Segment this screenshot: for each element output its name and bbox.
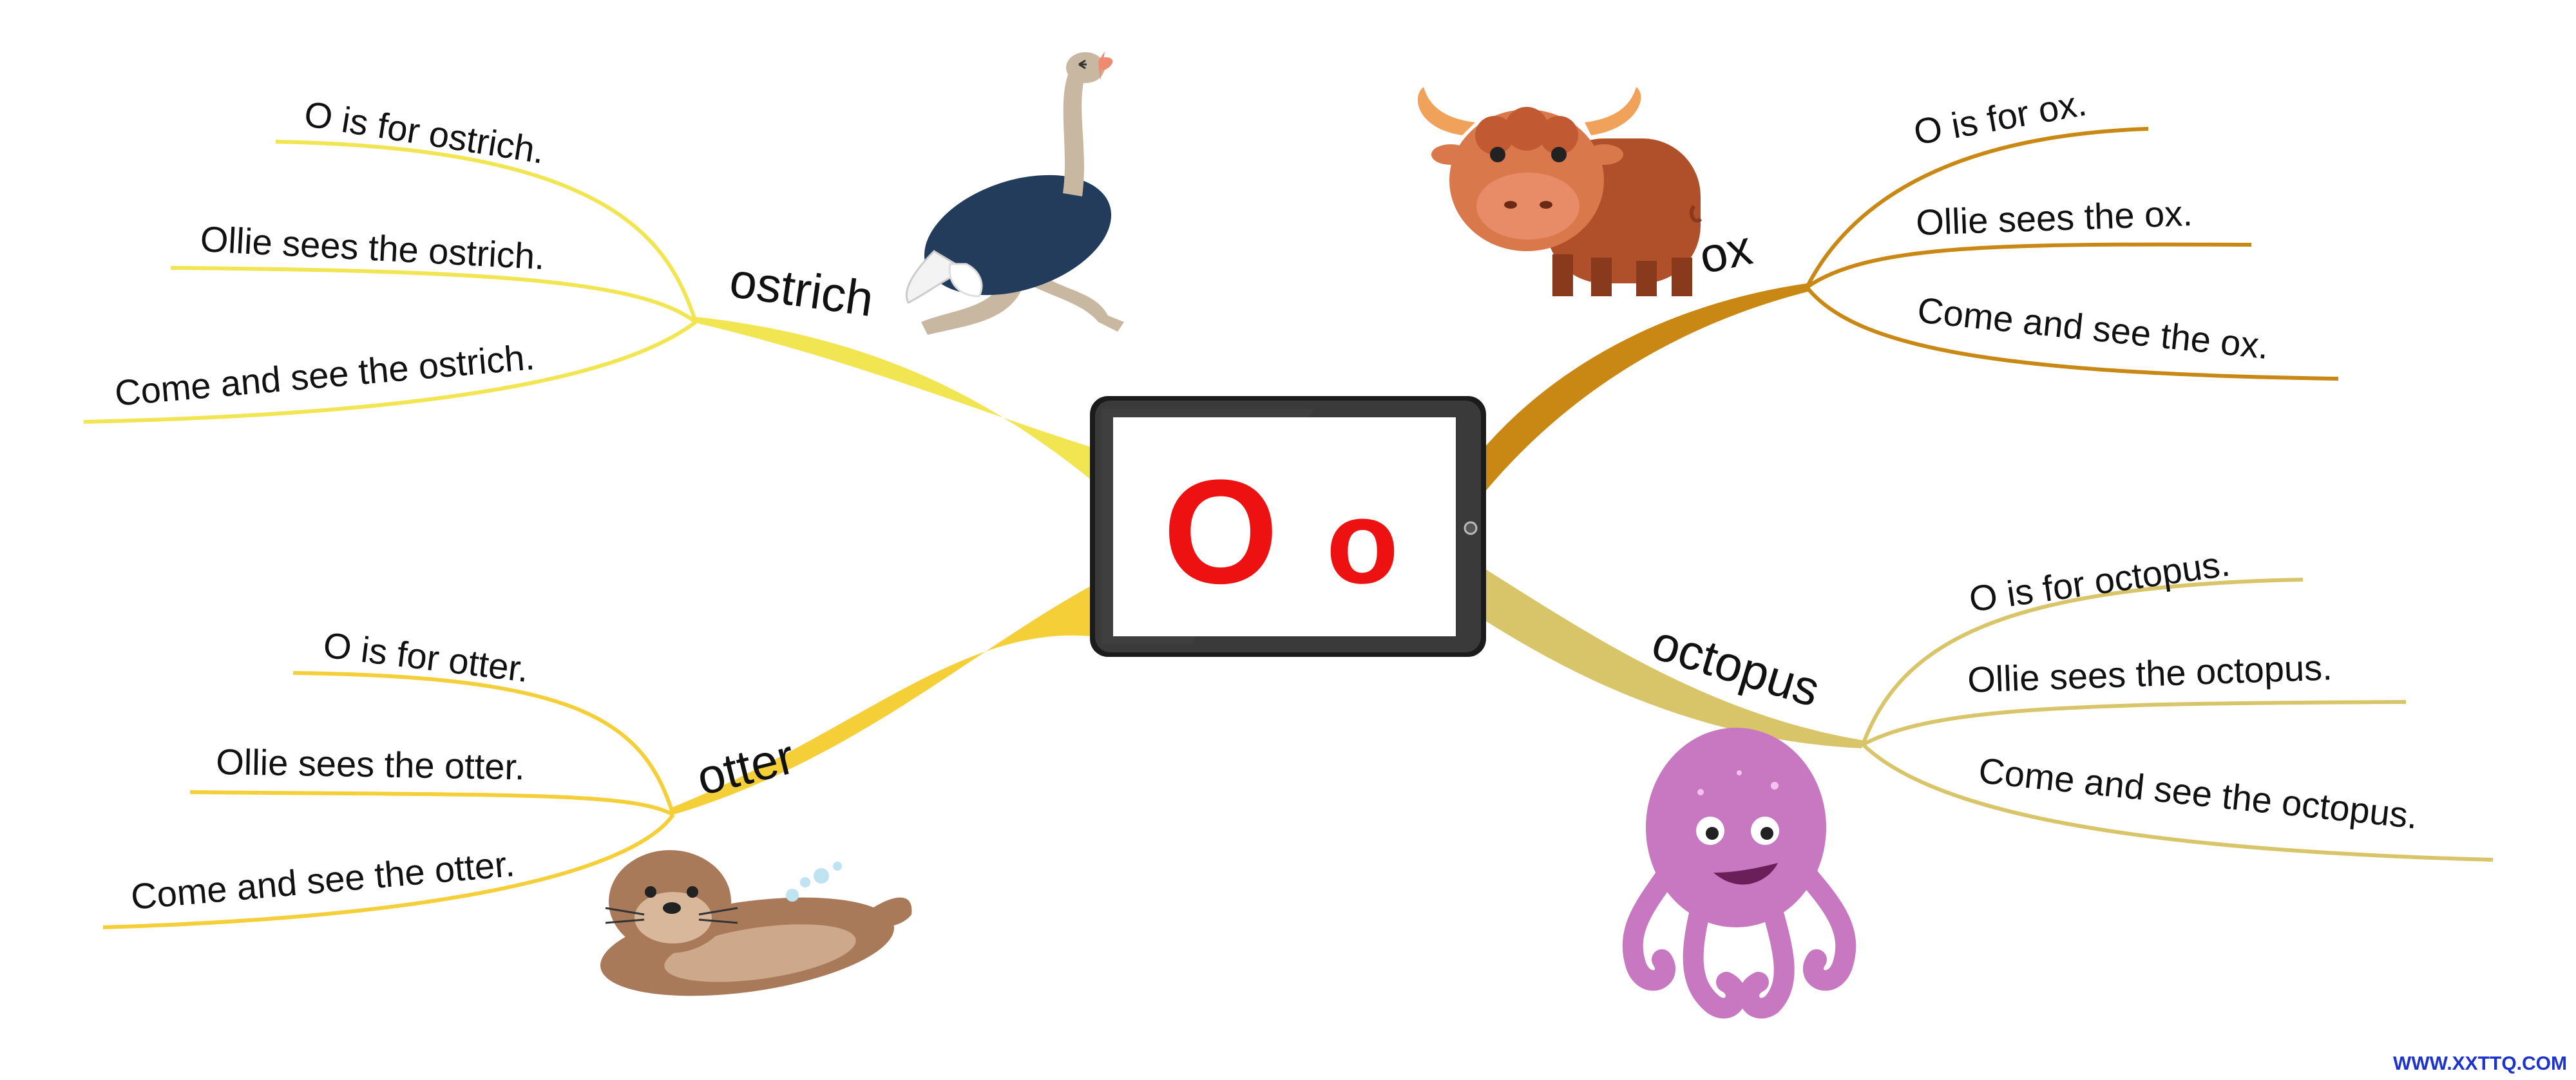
branch-octopus-leaf-2	[1862, 700, 2407, 746]
ostrich-sentence-1: O is for ostrich.	[301, 93, 548, 171]
branch-ostrich-label: ostrich	[727, 253, 877, 327]
ostrich-illustration	[905, 52, 1124, 335]
center-letter-lower: o	[1326, 476, 1398, 609]
branch-ox-leaf-3	[1805, 286, 2339, 381]
branch-otter: otter O is for otter. Ollie sees the ott…	[102, 580, 1103, 929]
otter-sentence-2: Ollie sees the otter.	[216, 741, 525, 787]
octopus-sentence-1: O is for octopus.	[1967, 543, 2233, 620]
branch-otter-leaf-3	[102, 813, 675, 929]
branch-ox-trunk	[1482, 283, 1810, 496]
octopus-sentence-2: Ollie sees the octopus.	[1967, 647, 2333, 700]
branch-otter-leaf-2	[189, 790, 674, 817]
tablet-frame: O o	[1090, 396, 1486, 657]
branch-otter-trunk	[670, 580, 1103, 815]
tablet-screen	[1113, 417, 1456, 636]
branch-ox-label: ox	[1695, 220, 1757, 285]
ox-illustration	[1417, 87, 1703, 296]
branch-octopus-leaf-1	[1861, 578, 2304, 746]
branch-ostrich: ostrich O is for ostrich. Ollie sees the…	[83, 93, 1103, 489]
branch-otter-leaf-1	[292, 671, 675, 815]
branch-octopus-trunk	[1482, 567, 1865, 748]
branch-octopus: octopus O is for octopus. Ollie sees the…	[1482, 543, 2494, 862]
branch-ostrich-leaf-1	[275, 140, 698, 323]
branch-ox-leaf-2	[1806, 242, 2252, 289]
branch-otter-label: otter	[692, 729, 800, 806]
otter-sentence-3: Come and see the otter.	[129, 843, 517, 917]
branch-ostrich-leaf-3	[83, 320, 697, 424]
branch-ox-leaf-1	[1805, 127, 2149, 289]
center-letter-upper: O	[1163, 449, 1279, 614]
ox-sentence-2: Ollie sees the ox.	[1915, 193, 2193, 243]
branch-octopus-leaf-3	[1861, 743, 2494, 862]
tablet-camera	[1464, 521, 1478, 535]
ox-sentence-1: O is for ox.	[1911, 82, 2090, 153]
ostrich-sentence-3: Come and see the ostrich.	[113, 336, 537, 413]
otter-illustration	[600, 850, 912, 996]
branch-ostrich-leaf-2	[170, 266, 697, 324]
octopus-sentence-3: Come and see the octopus.	[1977, 750, 2420, 836]
branch-ostrich-trunk	[692, 317, 1103, 489]
watermark: WWW.XXTTQ.COM	[2393, 1053, 2567, 1074]
octopus-illustration	[1622, 728, 1856, 1019]
